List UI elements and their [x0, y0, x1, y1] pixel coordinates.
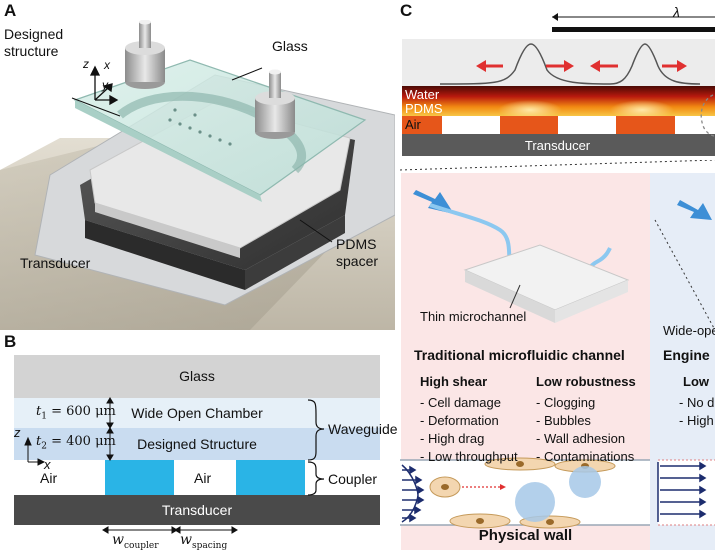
- transducer-label-a: Transducer: [20, 255, 91, 271]
- right-list-item: - No d: [679, 395, 715, 410]
- right-list-item: - High: [679, 413, 714, 428]
- air-label-left: Air: [40, 470, 58, 486]
- panel-b-letter: B: [4, 332, 17, 351]
- w-coupler-label: wcoupler: [112, 532, 159, 551]
- traditional-channel-title: Traditional microfluidic channel: [414, 347, 625, 363]
- coupler-label: Coupler: [328, 471, 378, 487]
- t2-subscript: 2: [41, 441, 47, 452]
- low-robustness-heading: Low robustness: [536, 374, 636, 389]
- high-shear-list: - Cell damage - Deformation - High drag …: [420, 394, 518, 466]
- transducer-layer: [14, 495, 380, 525]
- engineered-title: Engine: [663, 347, 710, 363]
- transducer-label-b: Transducer: [161, 502, 233, 518]
- glass-layer: [14, 355, 380, 398]
- axis-z-label-a: z: [83, 57, 89, 71]
- t2-symbol: t: [36, 434, 42, 449]
- designed-structure-line2: structure: [4, 43, 59, 59]
- structure-layer: [14, 428, 380, 460]
- low-robustness-item: - Bubbles: [536, 413, 591, 428]
- panel-a-letter: A: [4, 1, 17, 20]
- pdms-spacer-line2: spacer: [336, 253, 379, 269]
- pdms-spacer-line1: PDMS: [336, 236, 377, 252]
- high-shear-item: - High drag: [420, 431, 485, 446]
- panel-c-letter: C: [400, 1, 413, 20]
- air-label-mid: Air: [194, 470, 212, 486]
- lambda-label: λ: [673, 4, 680, 20]
- panel-b-annotation-overlay: [24, 397, 325, 534]
- wide-open-label: Wide-ope: [663, 323, 715, 338]
- pdms-label: PDMS: [405, 101, 443, 116]
- high-shear-item: - Cell damage: [420, 395, 501, 410]
- air-label-c: Air: [405, 117, 421, 132]
- chamber-layer: [14, 398, 380, 428]
- w-coupler-symbol: w: [112, 532, 124, 548]
- w-spacing-symbol: w: [180, 532, 192, 548]
- panel-a-device-illustration: [0, 20, 395, 330]
- axis-x-label-b: x: [44, 457, 51, 472]
- panel-d-illustration: [400, 160, 715, 529]
- axis-z-label-b: z: [14, 425, 21, 440]
- low-robustness-item: - Contaminations: [536, 449, 635, 464]
- pdms-spacer-label: PDMS spacer: [336, 236, 378, 270]
- axis-y-label-a: y: [102, 78, 108, 92]
- low-robustness-item: - Wall adhesion: [536, 431, 626, 446]
- low-heading-right: Low: [683, 374, 709, 389]
- low-robustness-list: - Clogging - Bubbles - Wall adhesion - C…: [536, 394, 634, 466]
- w-spacing-label: wspacing: [180, 532, 227, 551]
- physical-wall-label: Physical wall: [478, 527, 573, 544]
- air-gap-layer: [14, 460, 380, 495]
- thin-microchannel-label: Thin microchannel: [420, 309, 527, 324]
- t1-symbol: t: [36, 404, 42, 419]
- t1-value: = 600 μm: [46, 404, 116, 419]
- designed-structure-line1: Designed: [4, 26, 64, 42]
- high-shear-heading: High shear: [420, 374, 488, 389]
- waveguide-label: Waveguide: [328, 421, 398, 437]
- water-label: Water: [405, 87, 440, 102]
- t1-dimension: t1 = 600 μm: [36, 404, 116, 422]
- panel-c-simulation: [402, 13, 715, 156]
- t2-value: = 400 μm: [46, 434, 116, 449]
- right-list: - No d - High: [679, 394, 714, 430]
- w-coupler-subscript: coupler: [123, 540, 159, 551]
- glass-label: Glass: [272, 38, 308, 54]
- designed-structure-label: Designed structure: [4, 26, 63, 60]
- t2-dimension: t2 = 400 μm: [36, 434, 116, 452]
- coupler-block-2: [236, 460, 305, 495]
- coupler-block-1: [105, 460, 174, 495]
- chamber-label: Wide Open Chamber: [131, 405, 263, 421]
- high-shear-item: - Low throughput: [420, 449, 518, 464]
- glass-layer-label: Glass: [179, 368, 215, 384]
- axis-x-label-a: x: [104, 58, 110, 72]
- t1-subscript: 1: [41, 411, 47, 422]
- w-spacing-subscript: spacing: [191, 540, 228, 551]
- low-robustness-item: - Clogging: [536, 395, 596, 410]
- high-shear-item: - Deformation: [420, 413, 499, 428]
- transducer-label-c: Transducer: [524, 138, 591, 153]
- structure-label: Designed Structure: [137, 436, 257, 452]
